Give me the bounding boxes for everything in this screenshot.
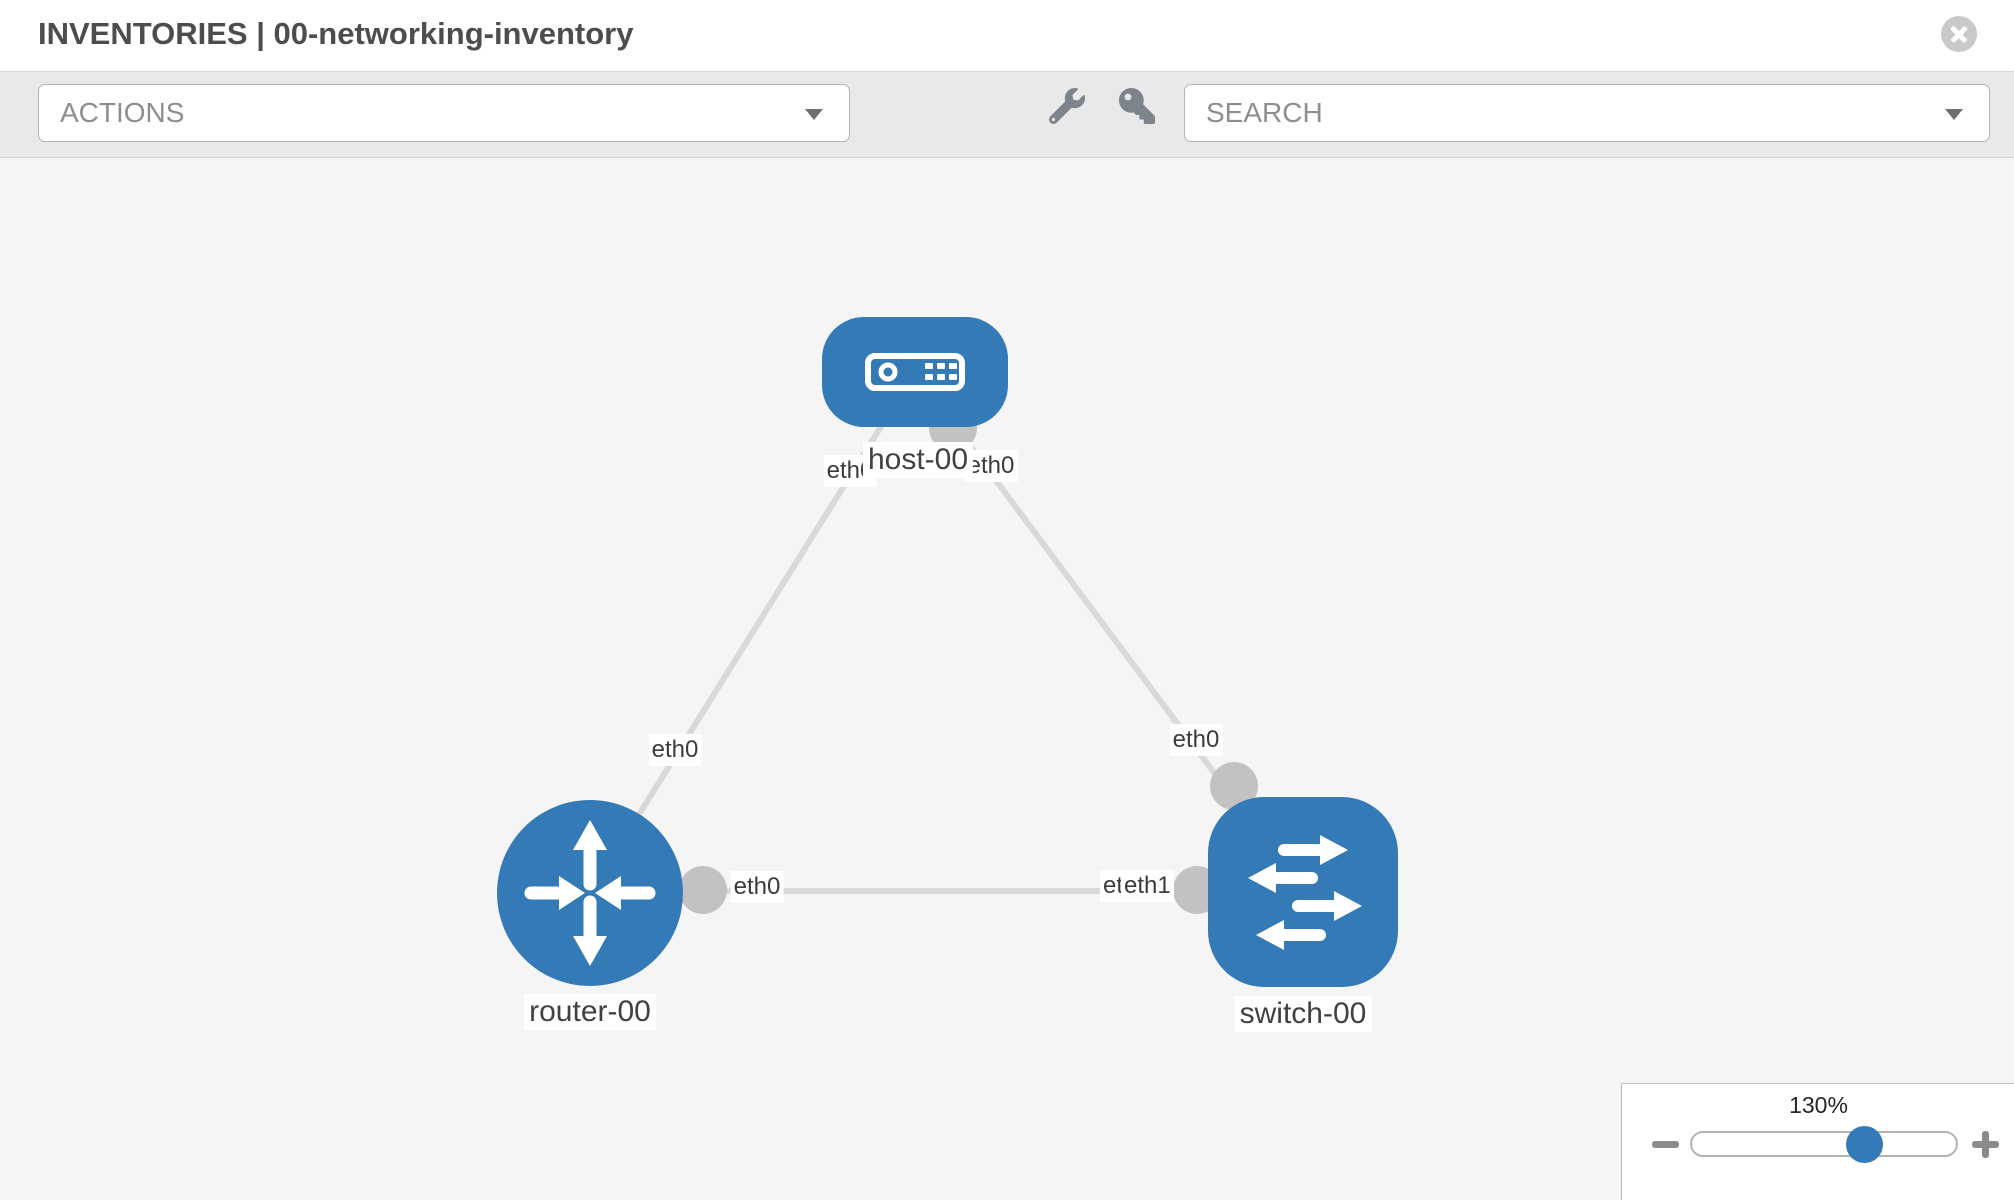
actions-dropdown-label: ACTIONS [60, 97, 185, 128]
credentials-button[interactable] [1112, 81, 1162, 131]
topology-canvas[interactable]: host-00 router-00 switch-00 eth0 eth0 et… [0, 158, 2014, 1200]
port-circle-switch-top [1210, 762, 1258, 810]
zoom-slider-track[interactable] [1690, 1131, 1958, 1157]
interface-label-router-eth0-up: eth0 [648, 734, 702, 766]
host-icon [865, 353, 965, 391]
interface-label-switch-eth0-up: eth0 [1169, 724, 1223, 756]
actions-dropdown[interactable]: ACTIONS [38, 84, 850, 142]
zoom-level-label: 130% [1789, 1092, 1848, 1118]
toolbar: ACTIONS SEARCH [0, 72, 2014, 158]
topology-links-layer [587, 370, 1306, 914]
zoom-in-button[interactable] [1972, 1131, 1999, 1158]
page-title: INVENTORIES | 00-networking-inventory [38, 16, 634, 51]
key-icon [1119, 88, 1155, 124]
interface-label-router-eth0: eth0 [730, 871, 784, 903]
node-label-switch: switch-00 [1234, 996, 1372, 1032]
zoom-out-button[interactable] [1652, 1141, 1679, 1148]
chevron-down-icon [1945, 109, 1963, 120]
interface-label-host-eth0-right: eth0 [964, 450, 1018, 482]
header: INVENTORIES | 00-networking-inventory [0, 0, 2014, 72]
search-dropdown-label: SEARCH [1206, 97, 1323, 128]
zoom-panel: 130% [1621, 1083, 2014, 1200]
router-icon [524, 820, 656, 966]
close-button[interactable] [1941, 16, 1977, 52]
node-label-router: router-00 [524, 994, 656, 1030]
port-circle-router [679, 866, 727, 914]
node-switch-00[interactable] [1208, 797, 1398, 987]
wrench-icon [1049, 88, 1085, 124]
node-label-host: host-00 [862, 442, 974, 478]
zoom-slider-handle[interactable] [1846, 1126, 1883, 1163]
interface-label-switch-eth1: eth1 [1121, 870, 1174, 902]
switch-icon [1248, 835, 1362, 950]
configure-button[interactable] [1042, 81, 1092, 131]
node-router-00[interactable] [497, 800, 683, 986]
search-dropdown[interactable]: SEARCH [1184, 84, 1990, 142]
plus-icon [1982, 1131, 1989, 1158]
node-host-00[interactable] [822, 317, 1008, 427]
chevron-down-icon [805, 109, 823, 120]
